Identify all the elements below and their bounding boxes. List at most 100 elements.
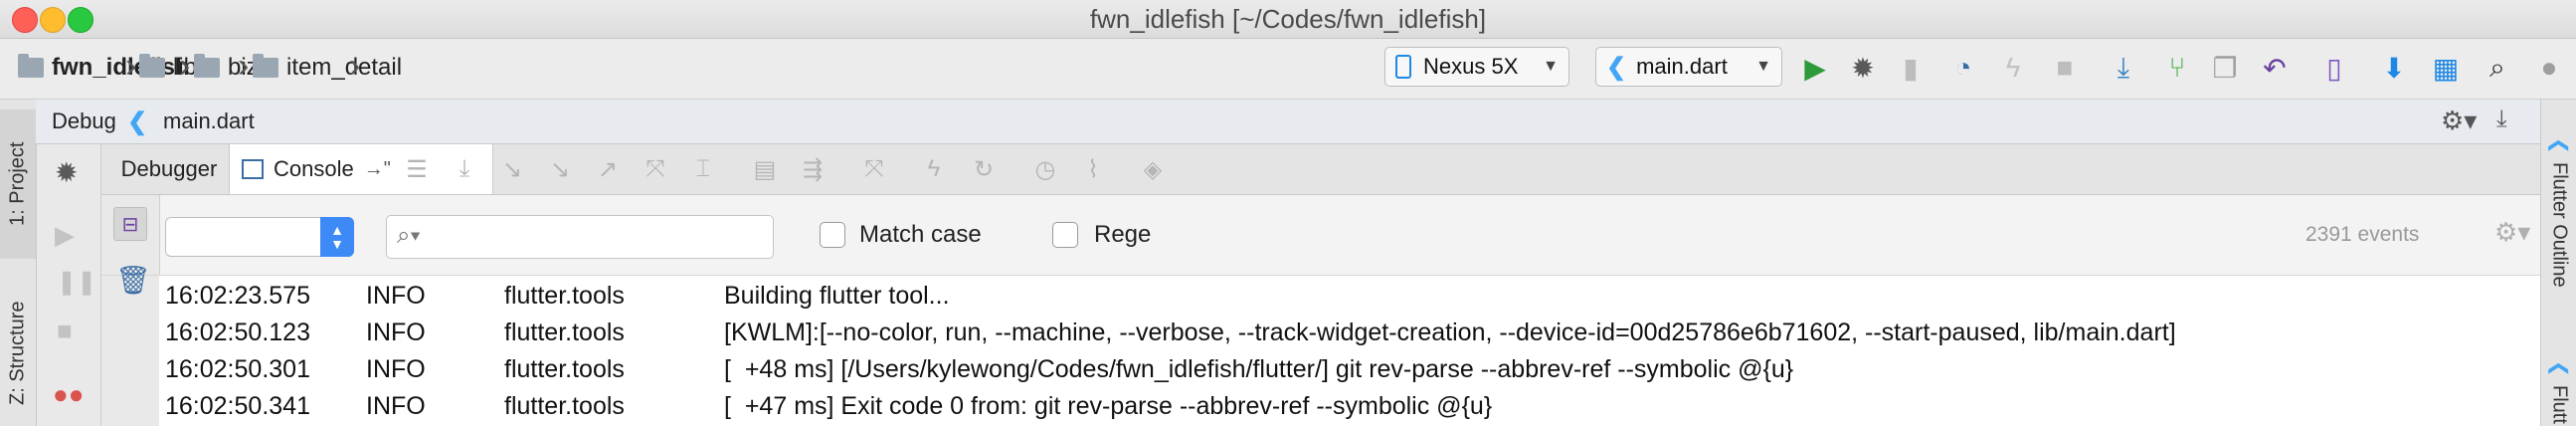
table-row[interactable]: 16:02:50.123 INFO flutter.tools [KWLM]:[… (159, 316, 2540, 352)
flutter-icon: ❮ (1606, 53, 1627, 81)
tab-flutter-inspector[interactable]: ❮ Flutt (2541, 360, 2576, 426)
show-execution-point-icon[interactable]: ☰ (406, 155, 428, 183)
tab-project[interactable]: 1: Project (0, 109, 36, 259)
tab-flutter-outline[interactable]: ❮ Flutter Outline (2541, 117, 2576, 307)
trace-current-stream-icon[interactable]: ⇶ (802, 155, 824, 183)
console-filter-row: ⊟ ▲▼ ⌕▾ Match case Rege 2391 events ⚙▾ (101, 195, 2540, 276)
log-time: 16:02:23.575 (165, 282, 310, 310)
stop-icon[interactable]: ■ (57, 316, 73, 345)
log-message: [ +47 ms] Exit code 0 from: git rev-pars… (724, 392, 1493, 420)
step-over-icon[interactable]: ⤓ (459, 155, 470, 182)
window-title: fwn_idlefish [~/Codes/fwn_idlefish] (1089, 4, 1487, 34)
timer-icon[interactable]: ◷ (1034, 155, 1056, 183)
breadcrumb-project[interactable]: fwn_idlefish (18, 52, 190, 84)
step-out-icon[interactable]: ↗ (597, 155, 619, 183)
event-count: 2391 events (2305, 223, 2420, 246)
search-icon: ⌕▾ (397, 222, 421, 249)
vcs-compare-button[interactable]: ❐ (2208, 51, 2242, 85)
log-gutter: 🗑 (101, 265, 160, 426)
device-selector[interactable]: Nexus 5X ▼ (1384, 47, 1569, 87)
gear-icon[interactable]: ⚙▾ (2494, 217, 2531, 247)
user-button[interactable]: ● (2532, 51, 2566, 85)
rerun-debug-icon[interactable]: ✹ (55, 157, 79, 188)
vcs-commit-button[interactable]: ⑂ (2160, 51, 2194, 85)
table-row[interactable]: 16:02:50.341 INFO flutter.tools [ +47 ms… (159, 389, 2540, 426)
drop-frame-icon[interactable]: ⤧ (645, 155, 665, 182)
project-folder-icon (18, 54, 44, 78)
table-row[interactable]: 16:02:50.301 INFO flutter.tools [ +48 ms… (159, 352, 2540, 389)
open-devtools-icon[interactable]: ◈ (1143, 155, 1163, 183)
select-stepper-icon: ▲▼ (320, 217, 354, 257)
clear-icon[interactable]: ⤧ (864, 155, 884, 182)
table-row[interactable]: 16:02:23.575 INFO flutter.tools Building… (159, 279, 2540, 316)
hot-reload-button[interactable]: ϟ (1996, 51, 2030, 85)
left-tool-strip: 1: Project Z: Structure (0, 100, 37, 426)
sdk-manager-button[interactable]: ⬇ (2377, 51, 2411, 85)
breadcrumb-lib[interactable]: lib (139, 52, 197, 84)
debugger-tabs-row: Debugger Console →" ☰ ⤓ ↘ ↘ ↗ ⤧ ⌶ ▤ ⇶ ⤧ … (101, 144, 2540, 195)
evaluate-expression-icon[interactable]: ▤ (753, 155, 777, 183)
debug-config-name[interactable]: main.dart (163, 108, 255, 133)
search-input[interactable]: ⌕▾ (386, 215, 774, 259)
breadcrumb-label: item_detail (286, 54, 403, 81)
tab-console[interactable]: Console →" (229, 144, 493, 194)
gear-icon[interactable]: ⚙▾ (2441, 106, 2478, 135)
log-level: INFO (366, 355, 426, 383)
search-everywhere-button[interactable]: ⌕ (2481, 51, 2514, 85)
resume-icon[interactable]: ▶ (55, 220, 75, 250)
log-level-select[interactable]: ▲▼ (165, 217, 354, 257)
match-case-checkbox[interactable] (820, 222, 845, 248)
vcs-update-button[interactable]: ⤓ (2107, 51, 2140, 85)
trash-icon[interactable]: 🗑 (115, 265, 151, 296)
flutter-icon: ❮ (2548, 136, 2570, 154)
bug-icon: ✹ (1851, 52, 1875, 84)
profile-button[interactable]: ▮ (1894, 51, 1928, 85)
minimize-window-button[interactable] (40, 7, 66, 33)
run-button[interactable]: ▶ (1798, 51, 1832, 85)
tab-debugger[interactable]: Debugger (111, 144, 227, 194)
zoom-window-button[interactable] (68, 7, 93, 33)
revert-button[interactable]: ↶ (2258, 51, 2292, 85)
device-manager-button[interactable]: ▯ (2317, 51, 2351, 85)
tab-project-label: 1: Project (6, 141, 29, 227)
search-icon: ⌕ (2489, 51, 2505, 83)
device-selector-value: Nexus 5X (1423, 54, 1519, 79)
tab-structure[interactable]: Z: Structure (0, 281, 36, 426)
log-category: flutter.tools (504, 392, 625, 420)
coverage-button[interactable]: ◔ (1946, 51, 1980, 85)
lightning-icon: ϟ (2005, 52, 2021, 83)
device-manager-icon: ▯ (2326, 52, 2342, 84)
hot-reload-icon[interactable]: ϟ (927, 155, 941, 182)
log-level: INFO (366, 319, 426, 346)
stop-button[interactable]: ■ (2048, 51, 2082, 85)
soft-wrap-icon[interactable]: ⊟ (113, 207, 147, 241)
hide-panel-icon[interactable]: ⤓ (2496, 106, 2507, 132)
close-window-button[interactable] (12, 7, 38, 33)
chevron-right-icon: › (179, 47, 191, 85)
breadcrumb-item-detail[interactable]: item_detail (253, 52, 402, 84)
chevron-down-icon: ▼ (1755, 58, 1771, 75)
folder-icon (253, 54, 278, 78)
run-to-cursor-icon[interactable]: ⌶ (695, 155, 711, 182)
step-into-icon[interactable]: ↘ (501, 155, 523, 183)
pin-arrow-icon: →" (363, 157, 391, 180)
hot-restart-icon[interactable]: ↻ (973, 155, 995, 183)
navigation-bar: fwn_idlefish › lib › biz › item_detail ›… (0, 39, 2576, 100)
project-structure-button[interactable]: ▦ (2429, 51, 2463, 85)
regex-label: Rege (1094, 221, 1152, 248)
tab-flutter-outline-label: Flutter Outline (2548, 161, 2571, 288)
view-breakpoints-icon[interactable]: ●● (53, 379, 85, 409)
flutter-icon: ❮ (2548, 360, 2570, 377)
phone-icon (1395, 55, 1411, 79)
force-step-into-icon[interactable]: ↘ (549, 155, 571, 183)
debug-button[interactable]: ✹ (1846, 51, 1880, 85)
tab-structure-label: Z: Structure (6, 301, 29, 406)
pause-icon[interactable]: ❚❚ (57, 269, 97, 296)
project-structure-icon: ▦ (2432, 52, 2460, 84)
performance-icon[interactable]: ⌇ (1087, 155, 1099, 183)
title-bar: fwn_idlefish [~/Codes/fwn_idlefish] (0, 0, 2576, 39)
run-config-selector[interactable]: ❮ main.dart ▼ (1595, 47, 1782, 87)
tab-flutter-inspector-label: Flutt (2548, 384, 2571, 424)
log-message: Building flutter tool... (724, 282, 950, 310)
regex-checkbox[interactable] (1052, 222, 1078, 248)
